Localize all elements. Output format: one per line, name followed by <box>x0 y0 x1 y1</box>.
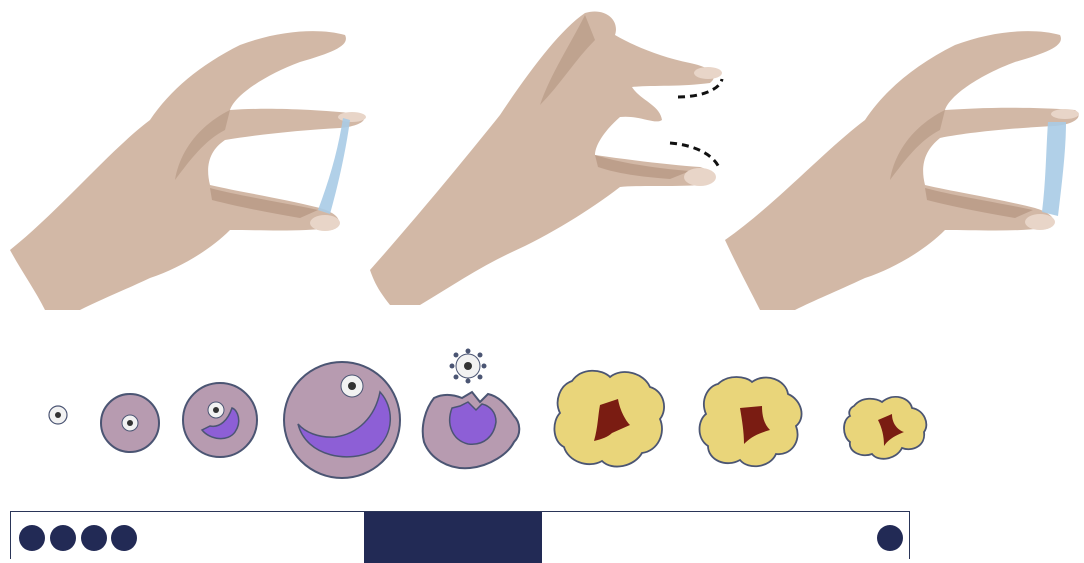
strip-dot-right <box>877 525 903 551</box>
thumb-nail <box>684 168 716 186</box>
cycle-strip <box>10 511 910 559</box>
follicle-primary <box>98 392 162 456</box>
follicle-ovulation <box>418 346 524 476</box>
hand-shape <box>10 31 364 310</box>
follicle-primordial <box>46 403 70 427</box>
hand-shape <box>725 31 1079 310</box>
follicle-secondary <box>180 380 262 462</box>
strip-dot-3 <box>81 525 107 551</box>
hand-open-fingers-middle <box>370 5 740 305</box>
corpus-luteum-medium <box>696 372 806 470</box>
finger-nail <box>1051 109 1079 119</box>
hand-with-mucus-thread-left <box>0 10 380 310</box>
mucus-thread <box>1042 122 1066 216</box>
strip-block <box>364 512 542 563</box>
corpus-albicans <box>842 388 932 464</box>
thumb-nail <box>1025 214 1055 230</box>
thumb-nail <box>310 215 340 231</box>
strip-dot-4 <box>111 525 137 551</box>
follicle-dominant <box>280 362 406 480</box>
strip-dot-1 <box>19 525 45 551</box>
hand-shape <box>370 12 714 305</box>
strip-dot-2 <box>50 525 76 551</box>
finger-nail <box>338 112 366 122</box>
corpus-luteum-large <box>552 365 670 473</box>
hand-with-mucus-thread-right <box>720 10 1084 310</box>
mucus-thread <box>318 118 350 214</box>
finger-nail <box>694 67 722 79</box>
